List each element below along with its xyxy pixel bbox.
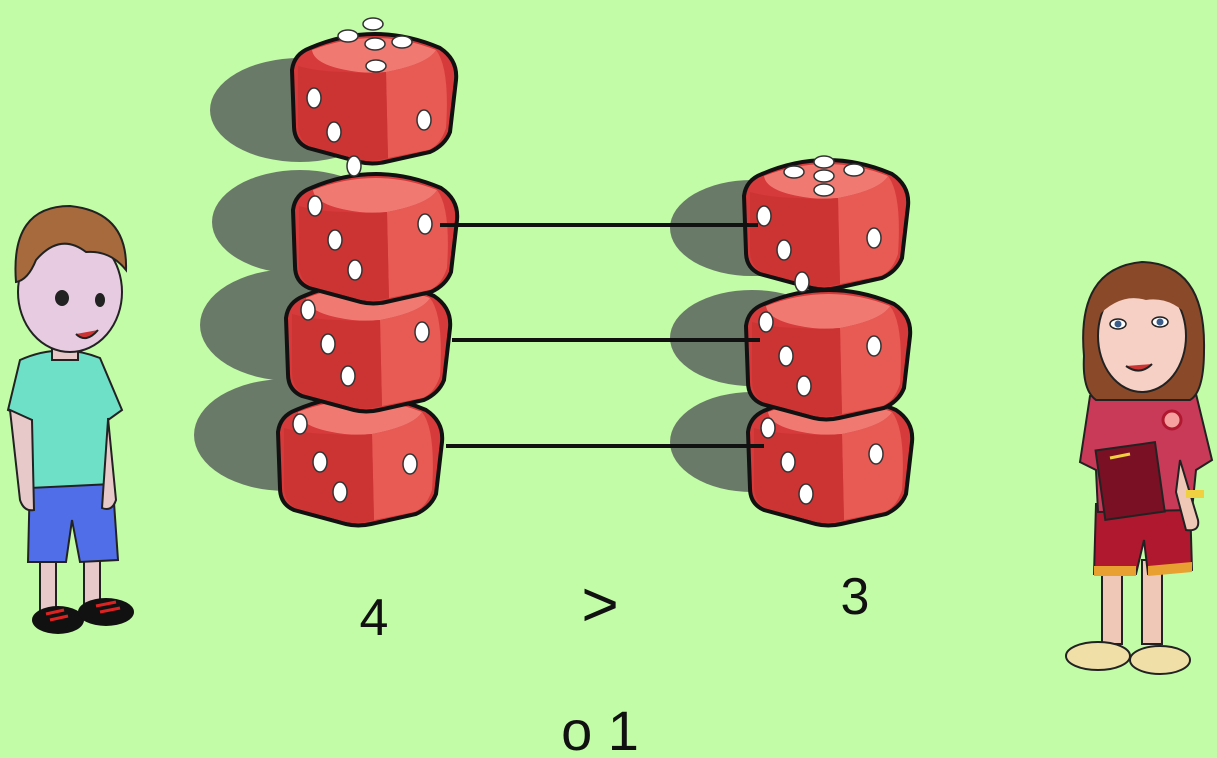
matching-lines bbox=[440, 223, 764, 448]
left-die-1 bbox=[290, 17, 459, 177]
left-stack bbox=[276, 17, 460, 528]
footer-text: o 1 bbox=[561, 699, 639, 758]
comparison-symbol: > bbox=[581, 568, 618, 640]
right-count-label: 3 bbox=[841, 568, 870, 626]
left-count-label: 4 bbox=[360, 589, 389, 647]
boy-character bbox=[6, 204, 134, 634]
right-die-2 bbox=[744, 288, 913, 422]
girl-character bbox=[1065, 260, 1214, 675]
left-die-2 bbox=[291, 172, 460, 306]
right-stack bbox=[742, 155, 915, 528]
right-die-1 bbox=[742, 155, 911, 293]
left-die-4 bbox=[276, 394, 445, 528]
